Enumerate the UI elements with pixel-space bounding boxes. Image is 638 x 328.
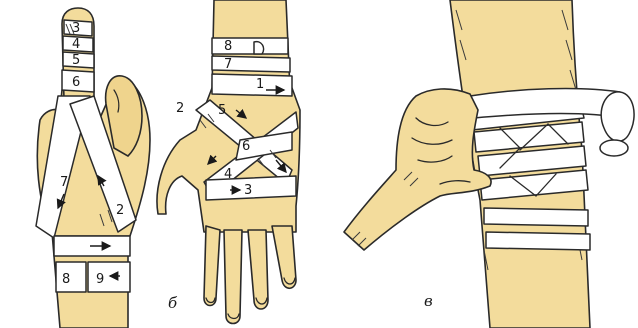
turn-number: 5 <box>218 103 226 118</box>
turn-number: 2 <box>116 203 124 218</box>
turn-number: 8 <box>224 39 232 54</box>
turn-number: 9 <box>96 272 104 287</box>
turn-number: 5 <box>72 53 80 68</box>
turn-number: 7 <box>60 175 68 190</box>
turn-number: 6 <box>72 75 80 90</box>
turn-number: 6 <box>242 139 250 154</box>
turn-number: 3 <box>72 21 80 36</box>
panel-label-v: в <box>424 292 433 310</box>
turn-number: 2 <box>176 101 184 116</box>
turn-number: 7 <box>224 57 232 72</box>
turn-number: 4 <box>72 37 80 52</box>
forearm-bandage-figure <box>344 0 634 328</box>
finger-bandage-figure: 3 4 5 6 7 2 8 9 <box>36 8 150 328</box>
turn-number: 4 <box>224 167 232 182</box>
turn-number: 8 <box>62 272 70 287</box>
turn-number: 3 <box>244 183 252 198</box>
turn-number: 1 <box>256 77 264 92</box>
hand-bandage-figure: 8 7 1 2 5 6 4 3 <box>157 0 300 324</box>
panel-label-b: б <box>168 294 178 312</box>
